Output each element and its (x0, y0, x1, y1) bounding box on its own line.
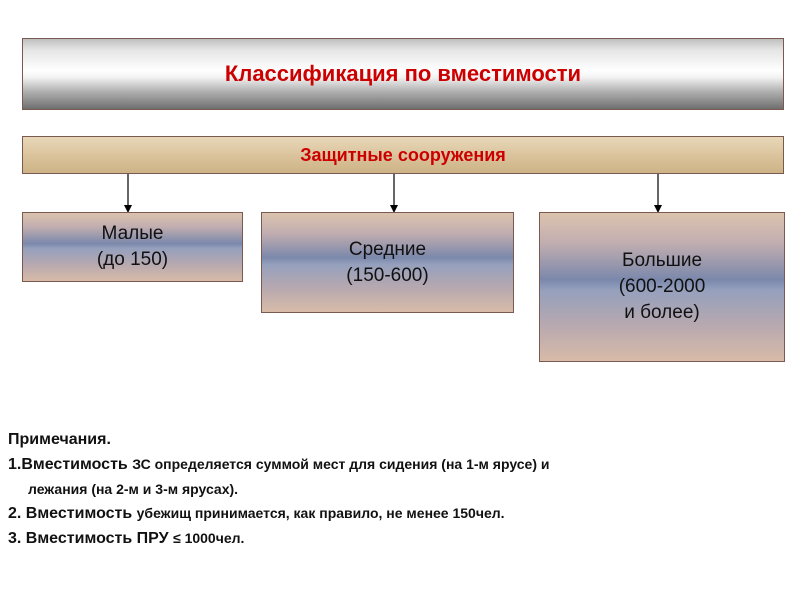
note-2-text: убежищ принимается, как правило, не мене… (136, 505, 505, 521)
note-1: 1.Вместимость ЗС определяется суммой мес… (8, 452, 788, 477)
category-medium-name: Средние (348, 238, 427, 260)
category-medium-range: (150-600) (346, 264, 429, 286)
notes-heading: Примечания. (8, 431, 111, 448)
note-1-lead: 1.Вместимость (8, 456, 133, 473)
category-large-range-cont: и более) (624, 302, 700, 323)
root-node-label: Защитные сооружения (300, 144, 506, 165)
notes-block: Примечания. 1.Вместимость ЗС определяетс… (8, 428, 788, 551)
category-large: Большие (600-2000 и более) (539, 212, 785, 362)
note-2: 2. Вместимость убежищ принимается, как п… (8, 501, 788, 526)
arrow-to-medium (390, 174, 398, 213)
diagram-title: Классификация по вместимости (224, 61, 582, 86)
note-3-text: ≤ 1000чел. (173, 530, 245, 546)
category-large-range: (600-2000 (618, 276, 706, 297)
arrow-to-large (654, 174, 662, 213)
arrow-to-small (124, 174, 132, 213)
root-node: Защитные сооружения (22, 136, 784, 174)
note-2-lead: 2. Вместимость (8, 505, 137, 522)
note-3: 3. Вместимость ПРУ ≤ 1000чел. (8, 526, 788, 551)
category-small: Малые (до 150) (22, 212, 243, 282)
category-small-range: (до 150) (96, 249, 169, 270)
category-small-name: Малые (101, 223, 164, 244)
note-3-lead: 3. Вместимость ПРУ (8, 530, 173, 547)
note-1-cont: лежания (на 2-м и 3-м ярусах). (28, 481, 239, 497)
title-box: Классификация по вместимости (22, 38, 784, 110)
note-1-text: ЗС определяется суммой мест для сидения … (132, 456, 550, 472)
category-medium: Средние (150-600) (261, 212, 514, 313)
category-large-name: Большие (621, 250, 703, 271)
